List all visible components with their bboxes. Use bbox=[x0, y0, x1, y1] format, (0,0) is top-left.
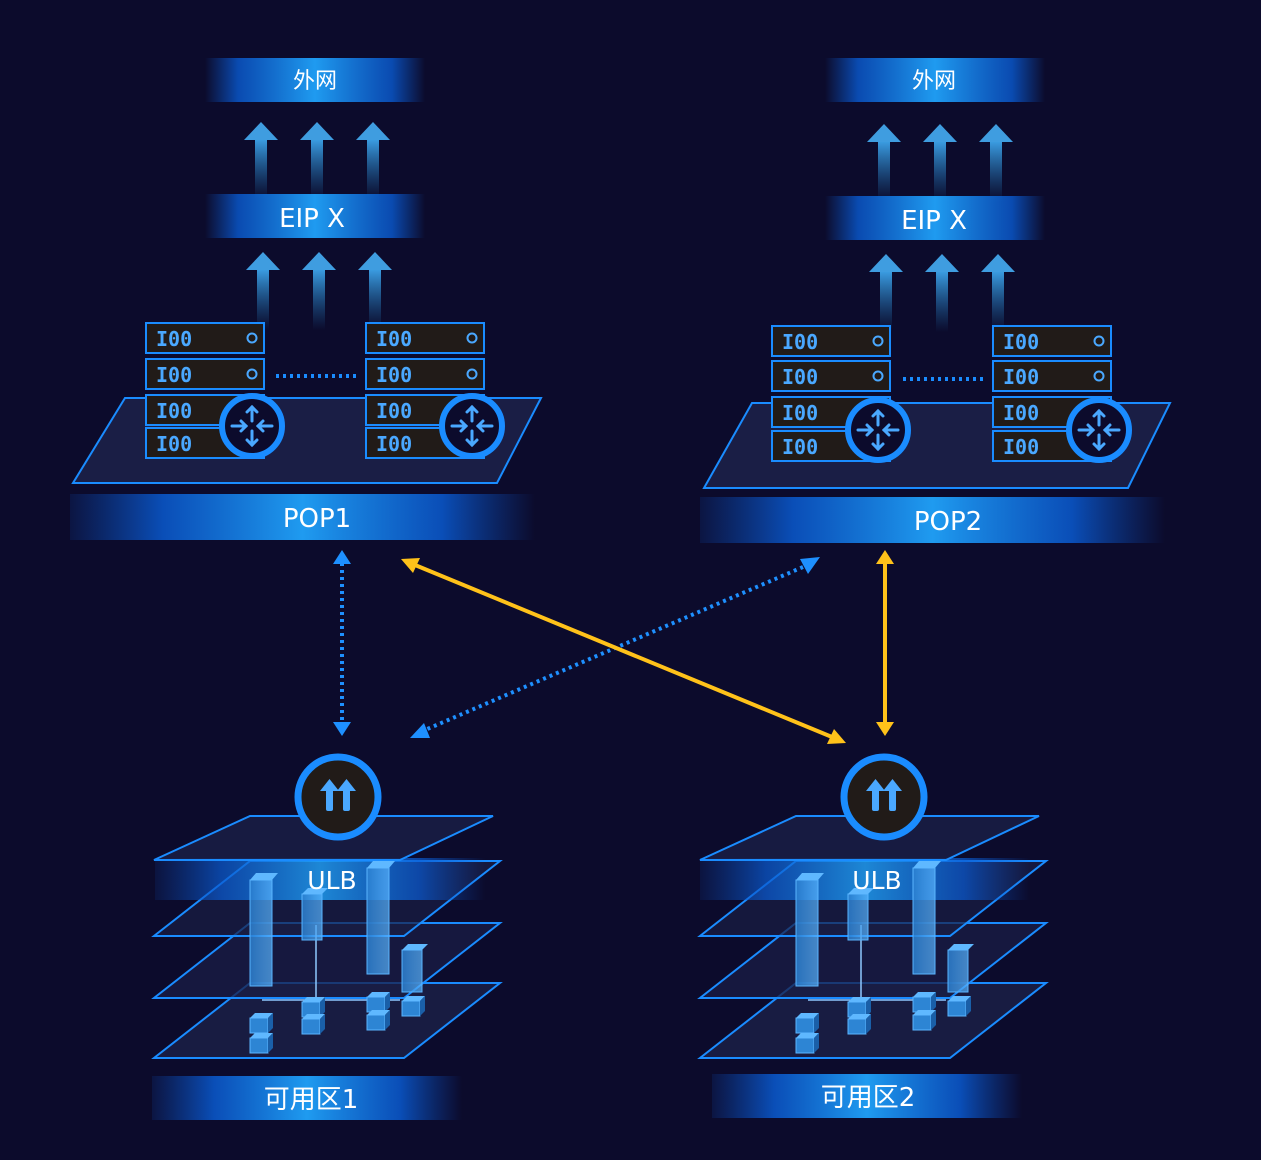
pop2-internet-band bbox=[825, 58, 1045, 102]
pop1-internet-label: 外网 bbox=[293, 69, 337, 94]
pop2-eip-label: EIP X bbox=[901, 206, 967, 236]
router-icon bbox=[442, 396, 502, 456]
links bbox=[333, 550, 894, 744]
pop2-group: 外网 EIP X POP2 bbox=[700, 58, 1172, 543]
pop2-lower-arrows bbox=[869, 254, 1015, 332]
pop2-band bbox=[700, 497, 1165, 543]
pop1-lower-arrows bbox=[246, 252, 392, 330]
zone1-ulb-label: ULB bbox=[307, 866, 356, 895]
zone2-band bbox=[712, 1074, 1022, 1118]
link-pop1-zone2 bbox=[414, 563, 833, 739]
zone1-pillars bbox=[249, 861, 428, 1054]
zone1-band bbox=[152, 1076, 462, 1120]
zone2-label: 可用区2 bbox=[821, 1083, 916, 1113]
pop1-upper-arrows bbox=[244, 122, 390, 200]
load-balancer-icon bbox=[298, 757, 378, 837]
pop2-internet-label: 外网 bbox=[912, 69, 956, 94]
pop2-label: POP2 bbox=[914, 507, 982, 537]
zone2-pillars bbox=[795, 861, 974, 1054]
router-icon bbox=[1069, 400, 1129, 460]
pop1-internet-band bbox=[205, 58, 425, 102]
zone1-label: 可用区1 bbox=[264, 1085, 359, 1115]
pop1-eip-band bbox=[205, 194, 425, 238]
router-icon bbox=[848, 400, 908, 460]
router-icon bbox=[222, 396, 282, 456]
pop1-band bbox=[70, 494, 535, 540]
pop1-eip-label: EIP X bbox=[279, 204, 345, 234]
pop2-eip-band bbox=[825, 196, 1045, 240]
pop1-label: POP1 bbox=[283, 504, 351, 534]
pop2-upper-arrows bbox=[867, 124, 1013, 202]
zone2-group: ULB 可用区2 bbox=[697, 757, 1049, 1118]
zone1-group: ULB 可用区1 bbox=[151, 757, 503, 1120]
load-balancer-icon bbox=[844, 757, 924, 837]
pop1-group: 外网 EIP X POP1 bbox=[70, 58, 543, 540]
zone2-ulb-label: ULB bbox=[852, 866, 901, 895]
